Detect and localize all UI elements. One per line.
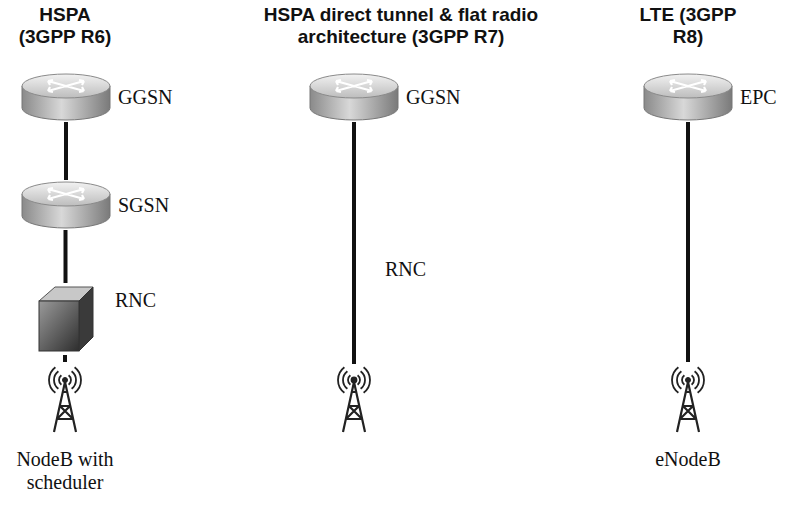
link-line xyxy=(63,355,67,362)
router-node: SGSN xyxy=(20,180,112,230)
column-heading: LTE (3GPP R8) xyxy=(638,4,738,48)
controller-node: RNC xyxy=(35,283,95,355)
router-icon xyxy=(308,72,400,122)
router-node: GGSN xyxy=(308,72,400,122)
antenna-icon xyxy=(663,362,713,434)
node-label: RNC xyxy=(115,289,156,312)
node-label: EPC xyxy=(740,86,777,109)
link-line xyxy=(686,122,690,362)
node-label: eNodeB xyxy=(618,448,758,471)
router-node: GGSN xyxy=(20,72,112,122)
column-heading: HSPA (3GPP R6) xyxy=(15,4,115,48)
node-label: NodeB with scheduler xyxy=(0,448,135,494)
direct-tunnel-line xyxy=(352,122,356,364)
router-node: EPC xyxy=(642,72,734,122)
router-icon xyxy=(20,180,112,230)
column-heading: HSPA direct tunnel & flat radio architec… xyxy=(255,4,547,48)
base-station-node: eNodeB xyxy=(663,362,713,434)
function-label: RNC xyxy=(383,258,428,281)
link-line xyxy=(64,230,68,283)
router-icon xyxy=(642,72,734,122)
node-label: SGSN xyxy=(118,194,169,217)
cube-icon xyxy=(35,283,95,355)
node-label: GGSN xyxy=(406,86,460,109)
base-station-node: NodeB with scheduler xyxy=(40,362,90,434)
node-label: GGSN xyxy=(118,86,172,109)
link-line xyxy=(64,122,68,180)
router-icon xyxy=(20,72,112,122)
antenna-icon xyxy=(40,362,90,434)
antenna-symbol xyxy=(338,367,370,432)
